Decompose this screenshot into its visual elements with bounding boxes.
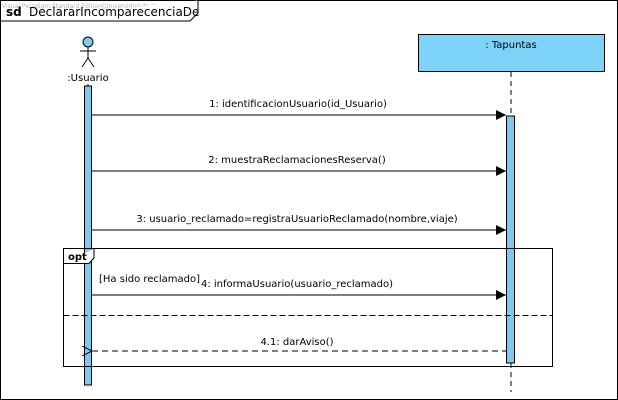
- actor-head-icon: [82, 36, 94, 48]
- opt-fragment-tab: [63, 248, 95, 264]
- frame-title-tab: [0, 0, 199, 22]
- frame-keyword: sd: [6, 5, 22, 19]
- opt-guard: [Ha sido reclamado]: [99, 274, 200, 285]
- watermark-text: Visual Paradigm Standard Edition(Univers…: [2, 3, 179, 10]
- message-4-label: 4: informaUsuario(usuario_reclamado): [201, 279, 393, 290]
- message-2-label: 2: muestraReclamacionesReserva(): [208, 155, 386, 166]
- frame-name: DeclararIncomparecenciaDe: [29, 5, 199, 19]
- lifeline-tapuntas-header[interactable]: [418, 34, 605, 72]
- message-3-label: 3: usuario_reclamado=registraUsuarioRecl…: [136, 214, 457, 225]
- message-1-label: 1: identificacionUsuario(id_Usuario): [209, 99, 387, 110]
- opt-operator: opt: [68, 252, 87, 263]
- message-4-1-label: 4.1: darAviso(): [260, 337, 333, 348]
- actor-usuario[interactable]: [80, 36, 96, 68]
- activation-usuario: [84, 85, 92, 386]
- activation-tapuntas: [506, 115, 515, 364]
- lifeline-usuario-label: :Usuario: [67, 73, 108, 84]
- lifeline-tapuntas-label: : Tapuntas: [485, 40, 536, 51]
- opt-fragment: [63, 248, 553, 367]
